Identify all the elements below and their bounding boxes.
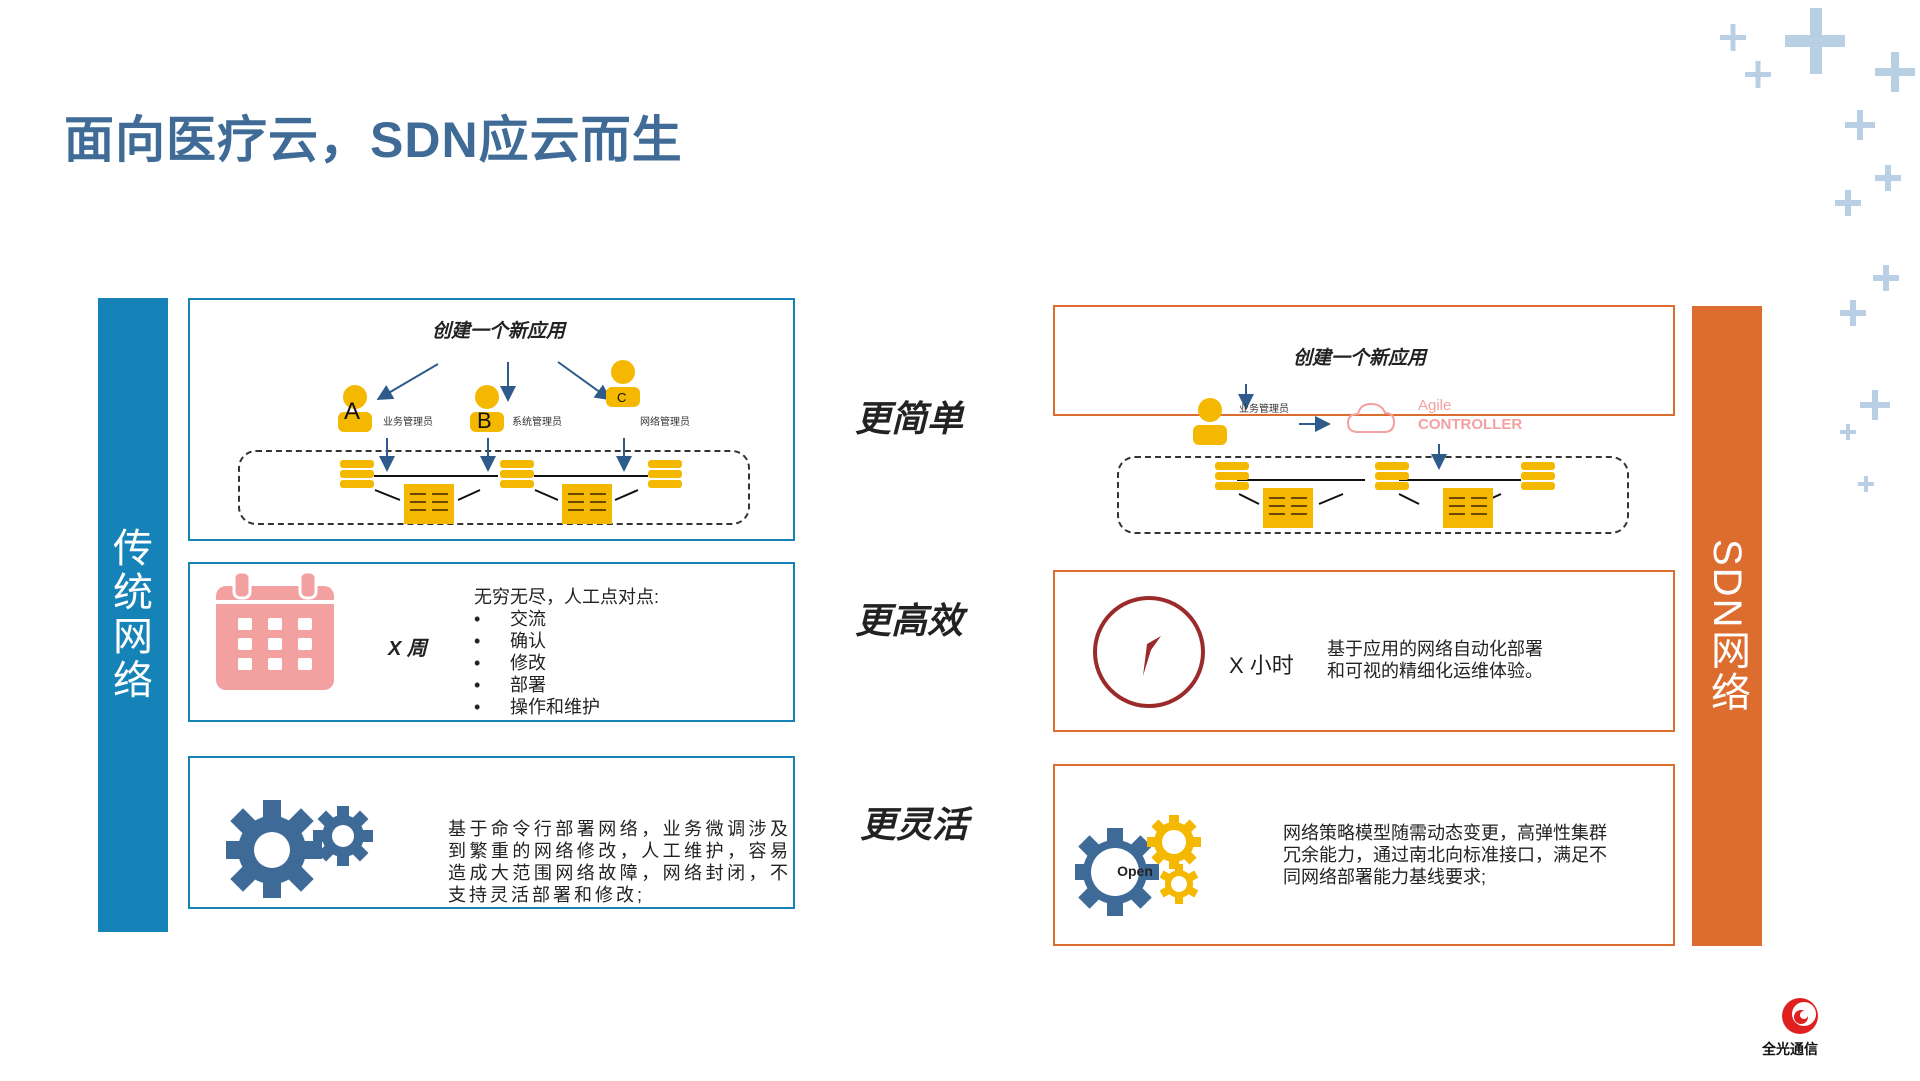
person-icon	[1193, 398, 1227, 445]
sdn-flex-text: 网络策略模型随需动态变更，高弹性集群冗余能力，通过南北向标准接口，满足不同网络部…	[1283, 823, 1607, 887]
switch-icon	[1263, 488, 1493, 528]
sdn-create-app-box: 创建一个新应用	[1053, 305, 1675, 416]
more-efficient-label: 更高效	[855, 600, 964, 641]
clock-icon	[1093, 596, 1205, 708]
business-admin-label: 业务管理员	[383, 417, 433, 428]
gear-icon	[1075, 815, 1201, 916]
plus-icon	[1720, 8, 1915, 492]
switch-icon	[404, 484, 612, 524]
sdn-network-label: SDN网络	[1692, 306, 1762, 946]
create-app-caption: 创建一个新应用	[432, 321, 566, 342]
sdn-network-boundary	[1117, 456, 1629, 534]
logo-icon	[1782, 998, 1818, 1034]
cloud-icon	[1346, 402, 1396, 433]
person-icon	[338, 360, 640, 432]
sdn-efficient-text: 基于应用的网络自动化部署 和可视的精细化运维体验。	[1327, 639, 1543, 681]
calendar-icon	[216, 570, 334, 690]
server-icon	[340, 460, 682, 488]
traditional-topology	[338, 360, 682, 524]
traditional-flexibility-box: 基于命令行部署网络，业务微调涉及到繁重的网络修改，人工维护，容易造成大范围网络故…	[188, 756, 795, 909]
sdn-business-admin-label: 业务管理员	[1239, 404, 1289, 415]
traditional-network-label: 传统网络	[98, 298, 168, 932]
sdn-flexibility-box: Open 网络策略模型随需动态变更，高弹性集群冗余能力，通过南北向标准接口，满足…	[1053, 764, 1675, 946]
list-item: 修改	[474, 652, 659, 674]
server-icon	[1215, 462, 1555, 490]
hours-duration: X 小时	[1229, 653, 1294, 678]
simpler-label: 更简单	[855, 398, 964, 439]
more-flexible-label: 更灵活	[860, 804, 969, 845]
list-item: 部署	[474, 674, 659, 696]
system-admin-label: 系统管理员	[512, 417, 562, 428]
admin-c-letter: C	[617, 390, 627, 405]
logo-text: 全光通信	[1762, 1041, 1818, 1057]
sdn-create-app-caption: 创建一个新应用	[1293, 348, 1427, 369]
sdn-efficiency-box: X 小时 基于应用的网络自动化部署 和可视的精细化运维体验。	[1053, 570, 1675, 732]
list-item: 交流	[474, 608, 659, 630]
admin-a-letter: A	[344, 398, 361, 425]
sdn-topology	[1193, 384, 1555, 528]
traditional-efficiency-box: X 周 无穷无尽，人工点对点: 交流 确认 修改 部署 操作和维护	[188, 562, 795, 722]
manual-intro: 无穷无尽，人工点对点:	[474, 587, 659, 607]
controller-top-label: Agile	[1418, 397, 1452, 414]
plus-icon-cluster	[1720, 8, 1915, 492]
weeks-duration: X 周	[388, 638, 427, 660]
admin-b-letter: B	[477, 408, 492, 433]
traditional-deploy-box: 创建一个新应用	[188, 298, 795, 541]
manual-steps: 无穷无尽，人工点对点: 交流 确认 修改 部署 操作和维护	[474, 586, 659, 718]
network-admin-label: 网络管理员	[640, 417, 690, 428]
page-title: 面向医疗云，SDN应云而生	[64, 112, 683, 168]
gear-icon	[226, 800, 373, 898]
list-item: 操作和维护	[474, 696, 659, 718]
open-label: Open	[1117, 863, 1153, 879]
list-item: 确认	[474, 630, 659, 652]
network-boundary	[238, 450, 750, 525]
traditional-flex-text: 基于命令行部署网络，业务微调涉及到繁重的网络修改，人工维护，容易造成大范围网络故…	[448, 819, 791, 905]
controller-bottom-label: CONTROLLER	[1418, 416, 1523, 433]
